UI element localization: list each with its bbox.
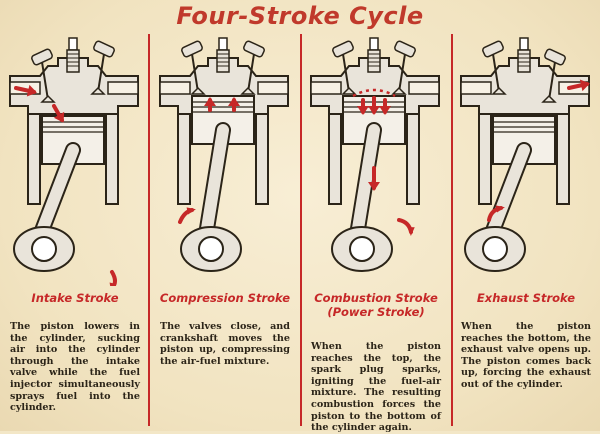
exhaust-port bbox=[408, 81, 440, 95]
stroke-label: Combustion Stroke(Power Stroke) bbox=[314, 291, 438, 319]
stroke-label: Exhaust Stroke bbox=[476, 291, 576, 305]
intake-valve-spring-cap bbox=[31, 48, 53, 66]
exhaust-valve-stem bbox=[398, 53, 406, 93]
exhaust-valve-stem bbox=[548, 61, 556, 101]
stroke-label: Intake Stroke bbox=[31, 291, 119, 305]
intake-valve-stem bbox=[41, 61, 49, 101]
connecting-rod bbox=[350, 124, 380, 247]
intake-valve-head bbox=[190, 86, 206, 95]
exhaust-valve-head bbox=[90, 86, 106, 95]
panel-combustion-stroke: Combustion Stroke(Power Stroke) When the… bbox=[301, 36, 451, 434]
intake-valve-stem bbox=[492, 53, 500, 93]
stroke-description: When the piston reaches the bottom, the … bbox=[461, 321, 591, 390]
arrow-head bbox=[368, 182, 380, 191]
connecting-rod bbox=[199, 124, 229, 247]
intake-valve-stem bbox=[342, 53, 350, 93]
intake-valve-spring-cap bbox=[181, 40, 203, 58]
arrow-head bbox=[579, 79, 590, 92]
exhaust-valve-spring-cap bbox=[544, 48, 566, 66]
panel-divider bbox=[148, 34, 150, 426]
cylinder-wall-left bbox=[27, 113, 41, 205]
engine-illustration-combustion bbox=[310, 37, 440, 272]
crankshaft-journal bbox=[349, 236, 375, 262]
cylinder-wall-right bbox=[406, 113, 420, 205]
cylinder-wall-right bbox=[556, 113, 570, 205]
arrow-head bbox=[186, 207, 196, 215]
spark-plug-top bbox=[68, 37, 78, 51]
spark-plug-body bbox=[367, 49, 381, 73]
intake-valve-head bbox=[40, 94, 56, 103]
exhaust-valve-head bbox=[541, 94, 557, 103]
exhaust-port bbox=[257, 81, 289, 95]
exhaust-valve-spring-cap bbox=[394, 40, 416, 58]
crankshaft-journal bbox=[31, 236, 57, 262]
cylinder-wall-right bbox=[255, 113, 269, 205]
spark-plug-body bbox=[66, 49, 80, 73]
engine-illustration-exhaust bbox=[460, 37, 590, 272]
arrow-head bbox=[204, 97, 216, 106]
stroke-description: The valves close, and crankshaft moves t… bbox=[160, 321, 290, 367]
diagram-title: Four-Stroke Cycle bbox=[176, 2, 424, 30]
panel-exhaust-stroke: Exhaust Stroke When the piston reaches t… bbox=[451, 36, 600, 431]
panel-compression-stroke: Compression Stroke The valves close, and… bbox=[150, 36, 300, 431]
engine-illustration-intake bbox=[9, 37, 139, 286]
connecting-rod bbox=[32, 144, 79, 247]
crankshaft-journal bbox=[198, 236, 224, 262]
cylinder-wall-left bbox=[328, 113, 342, 205]
panel-divider bbox=[300, 34, 302, 426]
arrow-head bbox=[368, 106, 380, 115]
arrow-head bbox=[228, 97, 240, 106]
arrow-head bbox=[407, 227, 415, 236]
arrow-head bbox=[379, 106, 391, 115]
exhaust-valve-stem bbox=[247, 53, 255, 93]
exhaust-valve-stem bbox=[97, 53, 105, 93]
exhaust-valve-head bbox=[391, 86, 407, 95]
combustion-burst bbox=[352, 88, 396, 98]
cylinder-wall-left bbox=[177, 113, 191, 205]
intake-valve-head bbox=[341, 86, 357, 95]
spark-plug-body bbox=[216, 49, 230, 73]
stroke-label: Compression Stroke bbox=[159, 291, 291, 305]
connecting-rod bbox=[483, 144, 530, 247]
intake-port bbox=[460, 81, 492, 95]
arrow-head bbox=[26, 84, 37, 97]
intake-valve-spring-cap bbox=[332, 40, 354, 58]
arrow-head bbox=[357, 106, 369, 115]
intake-port bbox=[310, 81, 342, 95]
arrow-head bbox=[53, 111, 65, 123]
panel-intake-stroke: Intake Stroke The piston lowers in the c… bbox=[0, 36, 150, 431]
spark-plug-top bbox=[218, 37, 228, 51]
exhaust-valve-spring-cap bbox=[93, 40, 115, 58]
stroke-description: The piston lowers in the cylinder, sucki… bbox=[10, 321, 140, 414]
intake-valve-spring-cap bbox=[482, 40, 504, 58]
exhaust-valve-head bbox=[240, 86, 256, 95]
intake-port bbox=[159, 81, 191, 95]
cylinder-wall-right bbox=[105, 113, 119, 205]
rotation-arrow bbox=[110, 270, 117, 286]
engine-illustration-compression bbox=[159, 37, 289, 272]
arrow-head bbox=[109, 282, 117, 286]
arrow-head bbox=[495, 205, 505, 213]
intake-valve-head bbox=[491, 86, 507, 95]
intake-valve-stem bbox=[191, 53, 199, 93]
spark-plug-body bbox=[517, 49, 531, 73]
spark-plug-top bbox=[519, 37, 529, 51]
cylinder-wall-left bbox=[478, 113, 492, 205]
crankshaft-journal bbox=[482, 236, 508, 262]
stroke-description: When the piston reaches the top, the spa… bbox=[311, 341, 441, 434]
panel-divider bbox=[451, 34, 453, 426]
exhaust-valve-spring-cap bbox=[243, 40, 265, 58]
cylinder-head bbox=[460, 57, 590, 115]
spark-plug-top bbox=[369, 37, 379, 51]
exhaust-port bbox=[107, 81, 139, 95]
cylinder-head bbox=[9, 57, 139, 115]
